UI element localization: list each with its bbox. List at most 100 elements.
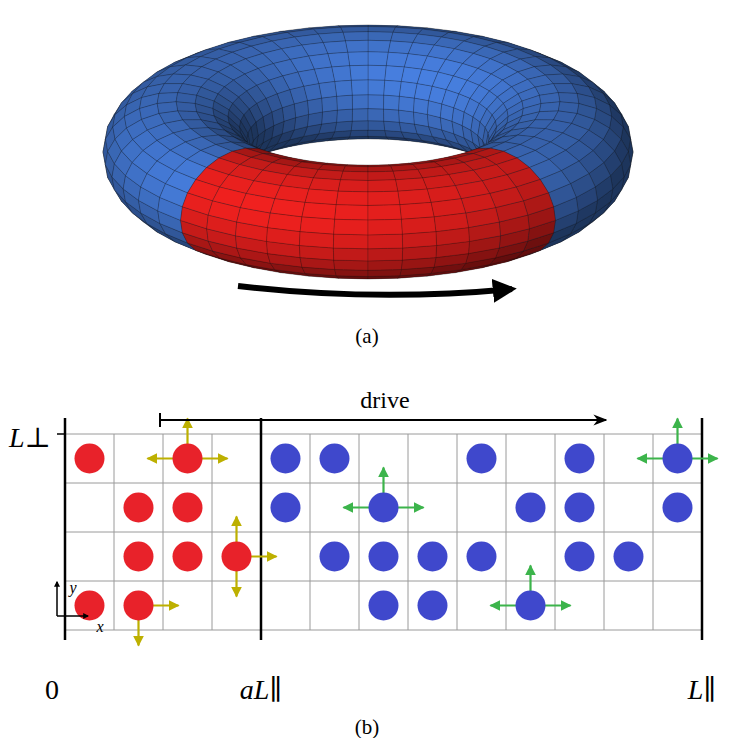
boundary-line <box>64 418 67 640</box>
torus-facet <box>322 96 338 112</box>
blue-particle <box>418 542 448 572</box>
red-particle <box>222 542 252 572</box>
torus-facet <box>335 80 353 96</box>
blue-particle <box>663 444 693 474</box>
torus-facet <box>341 27 369 33</box>
grid-line <box>65 581 702 582</box>
torus-facet <box>368 27 396 33</box>
torus-facet <box>461 194 495 214</box>
blue-particle <box>271 493 301 523</box>
red-particle <box>124 542 154 572</box>
torus-facet <box>384 95 400 110</box>
torus-facet <box>399 96 415 112</box>
torus-facet <box>213 187 247 208</box>
drive-label: drive <box>360 388 409 412</box>
torus-facet <box>350 65 368 80</box>
red-particle <box>173 444 203 474</box>
torus-facet <box>335 270 368 277</box>
blue-particle <box>516 591 546 621</box>
grid-line <box>65 434 702 435</box>
torus-facet <box>368 130 386 137</box>
blue-particle <box>467 542 497 572</box>
blue-particle <box>565 493 595 523</box>
torus-facet <box>345 40 368 52</box>
torus-facet <box>348 52 368 66</box>
blue-particle <box>418 591 448 621</box>
torus-facet <box>300 217 335 234</box>
length-label: L∥ <box>688 676 717 704</box>
torus-facet <box>240 194 274 214</box>
boundary-line <box>260 418 263 640</box>
torus-facet <box>368 191 400 205</box>
x-axis-arrow <box>57 615 88 617</box>
blue-particle <box>565 444 595 474</box>
blue-particle <box>271 444 301 474</box>
torus-facet <box>176 102 196 112</box>
torus-facet <box>399 110 415 124</box>
torus-facet <box>334 260 368 270</box>
torus-facet <box>352 95 368 109</box>
panel-label: (a) <box>355 326 378 347</box>
torus-facet <box>540 102 560 112</box>
drive-arrow <box>160 419 606 421</box>
torus-facet <box>384 109 400 122</box>
red-particle <box>124 493 154 523</box>
panel-label: (b) <box>355 717 380 738</box>
torus-facet <box>414 98 429 114</box>
torus-facet <box>333 234 368 249</box>
blue-particle <box>516 493 546 523</box>
blue-particle <box>369 591 399 621</box>
torus-facet <box>368 109 384 122</box>
rotation-arrow <box>238 286 512 295</box>
torus-facet <box>338 180 368 192</box>
torus-facet <box>337 109 353 122</box>
torus-facet <box>351 121 368 131</box>
torus-facet <box>385 66 405 82</box>
torus-facet <box>337 95 353 110</box>
blue-particle <box>369 493 399 523</box>
blue-particle <box>663 493 693 523</box>
torus-facet <box>343 32 368 41</box>
torus-facet <box>334 219 368 235</box>
torus-facet <box>402 232 436 248</box>
torus-facet <box>398 189 431 205</box>
boundary-line <box>701 418 704 640</box>
torus-facet <box>384 121 402 132</box>
blue-particle <box>614 542 644 572</box>
red-particle <box>173 493 203 523</box>
particles <box>75 419 718 646</box>
torus-facet <box>336 191 368 205</box>
torus <box>103 25 633 279</box>
torus-facet <box>335 121 353 132</box>
torus-facet <box>368 65 386 80</box>
torus-facet <box>268 213 302 232</box>
torus-facet <box>399 82 417 99</box>
torus-facet <box>400 202 434 219</box>
torus-facet <box>368 32 393 41</box>
torus-facet <box>368 40 391 52</box>
torus-facet <box>368 248 403 261</box>
torus-facet <box>305 189 338 205</box>
height-tick <box>57 433 65 435</box>
torus-facet <box>434 213 468 232</box>
torus-facet <box>319 82 337 99</box>
axis-label: y <box>69 580 76 596</box>
torus-facet <box>343 166 368 172</box>
torus-facet <box>368 171 396 180</box>
blue-particle <box>467 444 497 474</box>
torus-facet <box>350 130 368 137</box>
blue-particle <box>565 542 595 572</box>
torus-facet <box>302 202 336 219</box>
torus-facet <box>368 95 384 109</box>
torus-facet <box>384 80 402 96</box>
axis-label: x <box>96 619 103 635</box>
torus-facet <box>332 66 352 82</box>
torus-facet <box>352 109 368 122</box>
torus-facet <box>368 205 401 220</box>
torus-facet <box>333 248 368 261</box>
torus-facet <box>368 52 388 66</box>
red-particle <box>75 444 105 474</box>
blue-particle <box>369 542 399 572</box>
torus-facet <box>490 187 524 208</box>
